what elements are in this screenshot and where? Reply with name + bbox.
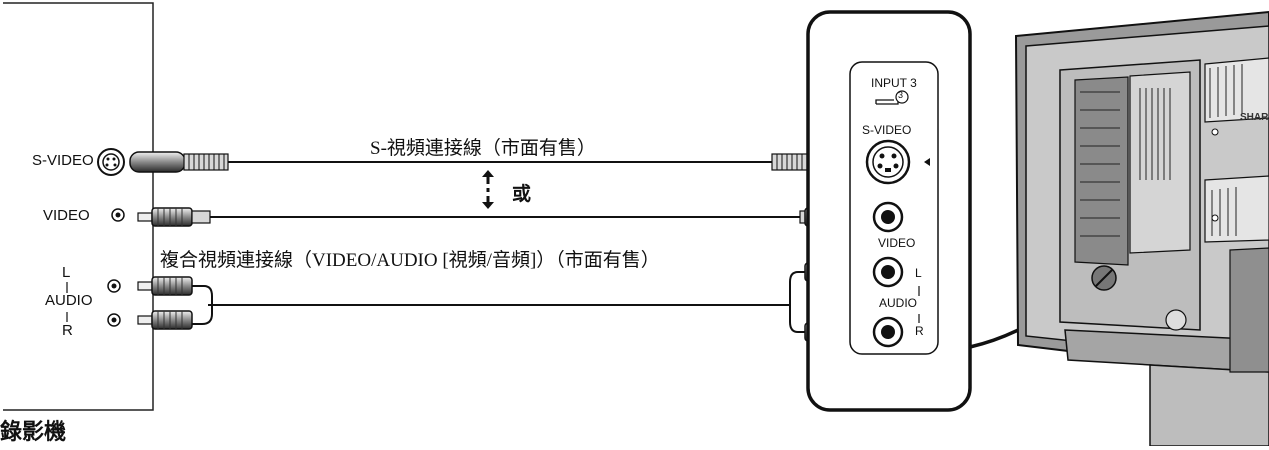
- tv-audio-r-jack: [872, 316, 904, 348]
- vcr-video-jack: [111, 208, 125, 222]
- vcr-audio-r-label: R: [62, 322, 73, 339]
- vcr-device: [3, 2, 154, 411]
- tv-video-jack: [872, 201, 904, 233]
- vcr-video-label: VIDEO: [43, 207, 90, 224]
- vcr-audio-label: AUDIO: [45, 292, 93, 309]
- tv-audio-l-jack: [872, 256, 904, 288]
- or-label: 或: [512, 184, 532, 205]
- vcr-caption: 錄影機: [0, 420, 67, 445]
- tv-audio-label: AUDIO: [879, 296, 918, 310]
- vcr-svideo-label: S-VIDEO: [32, 152, 94, 169]
- tv-svideo-jack: [865, 139, 930, 185]
- tv-panel-callout: [806, 10, 1029, 412]
- tv-illustration: [1014, 10, 1269, 447]
- vcr-audio-r-jack: [107, 313, 121, 327]
- vcr-audio-l-jack: [107, 279, 121, 293]
- tv-video-label: VIDEO: [878, 236, 916, 250]
- tv-input-number: 3: [898, 90, 904, 100]
- input3-icon: [875, 90, 909, 105]
- tv-audio-l-label: L: [915, 266, 922, 280]
- video-cable: [137, 207, 866, 227]
- tv-brand-logo: SHAR: [1240, 112, 1269, 123]
- svideo-cable-label: S-視頻連接線（市面有售）: [370, 138, 596, 159]
- tv-svideo-label: S-VIDEO: [862, 123, 912, 137]
- tv-input-label: INPUT 3: [871, 76, 917, 90]
- audio-cable: [137, 262, 866, 342]
- vcr-audio-l-label: L: [62, 264, 71, 281]
- vcr-svideo-jack: [97, 148, 125, 176]
- composite-cable-label: 複合視頻連接線（VIDEO/AUDIO [視頻/音頻]）（市面有售）: [160, 250, 660, 271]
- tv-audio-r-label: R: [915, 324, 924, 338]
- or-double-arrow-icon: [482, 170, 494, 209]
